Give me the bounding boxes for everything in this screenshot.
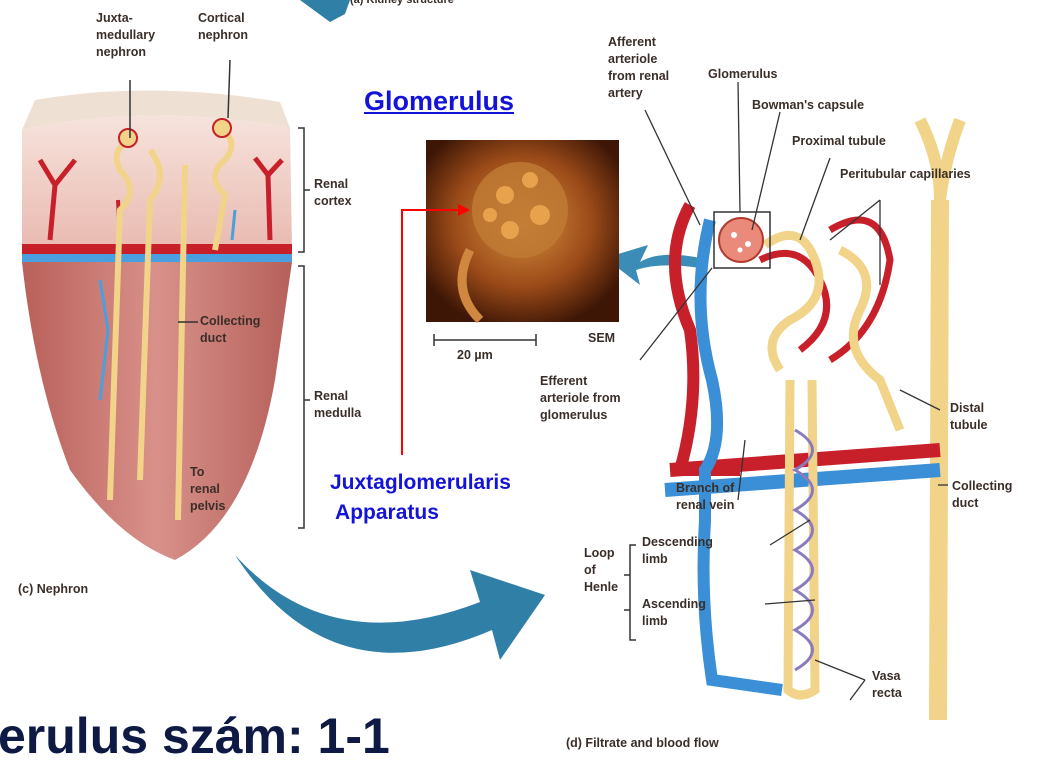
label-distal-tubule: Distal tubule bbox=[950, 400, 988, 434]
label-filtrate-caption: (d) Filtrate and blood flow bbox=[566, 735, 719, 752]
label-vasa-recta: Vasa recta bbox=[872, 668, 902, 702]
label-bowmans-capsule: Bowman's capsule bbox=[752, 97, 864, 114]
sem-micrograph bbox=[426, 140, 619, 346]
label-proximal-tubule: Proximal tubule bbox=[792, 133, 886, 150]
arcuate-artery bbox=[22, 244, 292, 254]
label-glomerulus: Glomerulus bbox=[708, 66, 777, 83]
label-collecting-duct-right: Collecting duct bbox=[952, 478, 1012, 512]
slide-title: erulus szám: 1-1 bbox=[0, 706, 390, 766]
label-cortical-nephron: Cortical nephron bbox=[198, 10, 248, 44]
label-to-renal-pelvis: To renal pelvis bbox=[190, 464, 225, 515]
arcuate-vein bbox=[22, 254, 292, 262]
renal-wedge bbox=[22, 60, 310, 560]
top-caption: (a) Kidney structure bbox=[350, 0, 454, 9]
label-branch-renal-vein: Branch of renal vein bbox=[676, 480, 734, 514]
top-flow-arrow bbox=[300, 0, 350, 22]
label-afferent-arteriole: Afferent arteriole from renal artery bbox=[608, 34, 669, 102]
flow-arrow-to-detail bbox=[235, 555, 545, 660]
label-scale-bar: 20 µm bbox=[457, 347, 493, 364]
label-descending-limb: Descending limb bbox=[642, 534, 713, 568]
label-efferent-arteriole: Efferent arteriole from glomerulus bbox=[540, 373, 621, 424]
label-peritubular-capillaries: Peritubular capillaries bbox=[840, 166, 971, 183]
label-collecting-duct-left: Collecting duct bbox=[200, 313, 260, 347]
label-loop-of-henle: Loop of Henle bbox=[584, 545, 618, 596]
medulla bbox=[22, 258, 292, 560]
overlay-glomerulus-title: Glomerulus bbox=[364, 86, 514, 117]
label-ascending-limb: Ascending limb bbox=[642, 596, 706, 630]
overlay-juxtaglomerular-label: Juxtaglomerularis Apparatus bbox=[330, 468, 511, 528]
label-juxtamedullary-nephron: Juxta- medullary nephron bbox=[96, 10, 155, 61]
label-renal-cortex: Renal cortex bbox=[314, 176, 352, 210]
label-nephron-caption: (c) Nephron bbox=[18, 581, 88, 598]
label-renal-medulla: Renal medulla bbox=[314, 388, 361, 422]
sem-arrow bbox=[605, 245, 700, 285]
label-sem: SEM bbox=[588, 330, 615, 347]
